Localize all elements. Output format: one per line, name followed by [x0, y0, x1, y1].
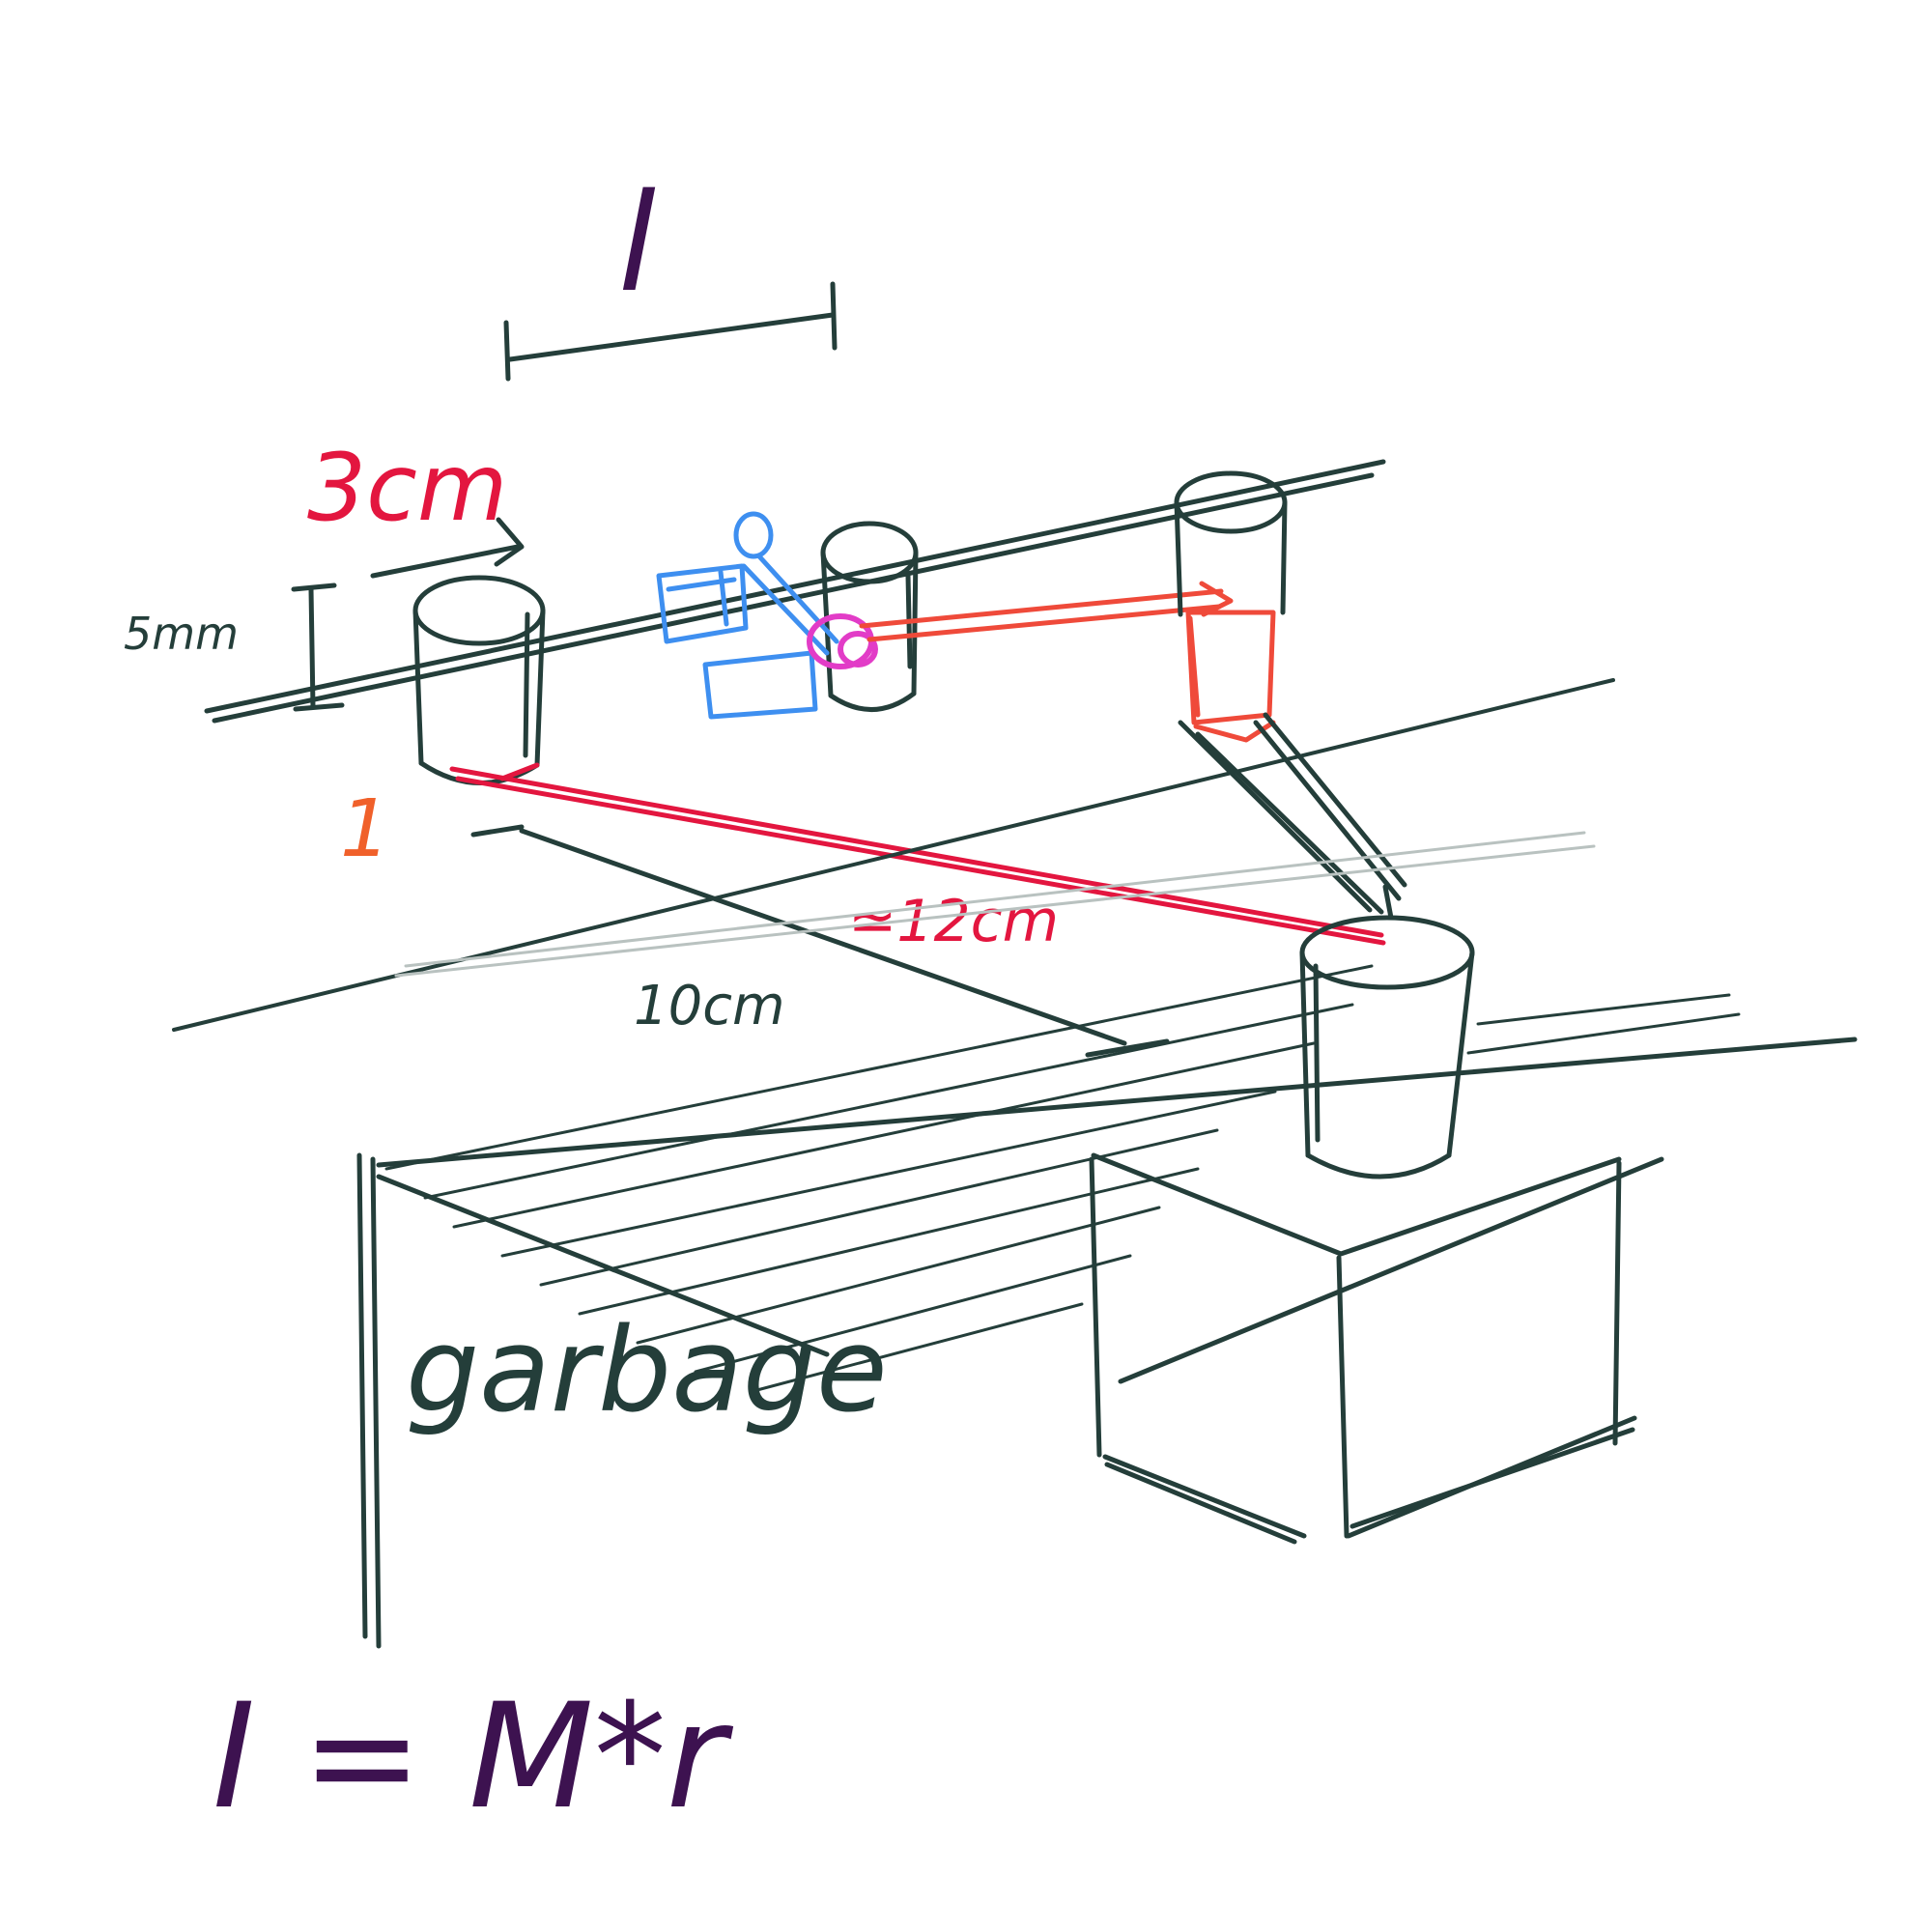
distance-12cm-label: ≃12cm	[848, 888, 1059, 955]
length-dimension	[506, 284, 835, 379]
distance-10cm-label: 10cm	[634, 975, 785, 1037]
garbage-label: garbage	[406, 1304, 888, 1438]
garbage-box	[1092, 1155, 1634, 1542]
cylinder-one	[415, 578, 543, 783]
height-label: 5mm	[124, 608, 239, 660]
target-cylinder	[1302, 918, 1472, 1177]
red-cup	[1188, 612, 1273, 740]
ten-cm-dimension	[473, 827, 1167, 1055]
width-label: 3cm	[307, 434, 507, 542]
length-label: l	[618, 165, 656, 323]
item-one-label: 1	[340, 783, 390, 875]
formula-label: I = M*r	[213, 1673, 734, 1841]
blue-gripper	[659, 514, 837, 717]
